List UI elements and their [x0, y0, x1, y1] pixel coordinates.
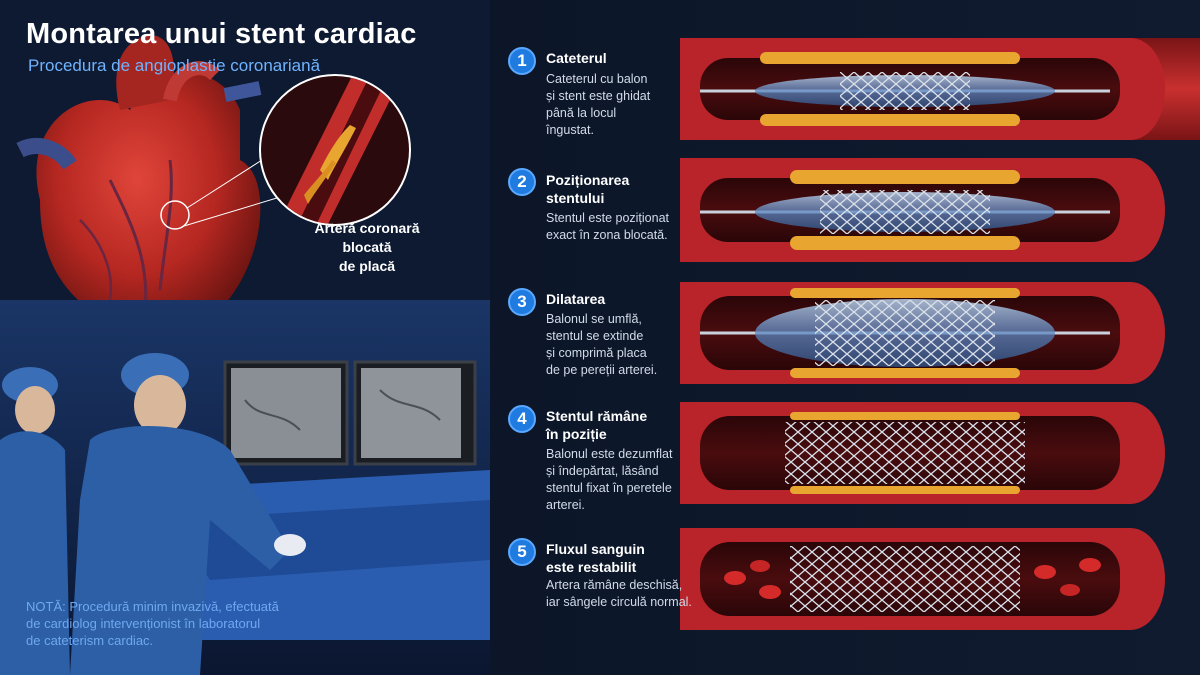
- vessel-step-4: [680, 402, 1165, 504]
- step-5-desc-line: iar sângele circulă normal.: [546, 595, 692, 609]
- magnified-artery: [259, 74, 411, 226]
- note-line: de cateterism cardiac.: [26, 633, 154, 648]
- vessel-step-5: [680, 528, 1165, 630]
- step-4-desc-line: stentul fixat în peretele: [546, 481, 672, 495]
- step-5-title: Fluxul sanguin este restabilit: [546, 540, 686, 576]
- step-3-number-badge: 3: [508, 288, 536, 316]
- step-3-desc-line: de pe pereții arterei.: [546, 363, 658, 377]
- callout-line: blocată: [342, 239, 392, 255]
- step-2-title: Poziționarea stentului: [546, 171, 686, 207]
- step-1-desc-line: îngustat.: [546, 123, 594, 137]
- step-2-title-line: Poziționarea: [546, 172, 630, 188]
- step-4-description: Balonul este dezumflat și îndepărtat, lă…: [546, 446, 696, 514]
- callout-line: Arteră coronară: [314, 220, 420, 236]
- step-5-number-badge: 5: [508, 538, 536, 566]
- vessel-step-3: [680, 282, 1165, 384]
- step-3-desc-line: stentul se extinde: [546, 329, 644, 343]
- step-3-desc-line: Balonul se umflă,: [546, 312, 642, 326]
- step-3-desc-line: și comprimă placa: [546, 346, 647, 360]
- step-5-title-line: este restabilit: [546, 559, 637, 575]
- vessel-illustrations: [680, 38, 1200, 630]
- step-4-title: Stentul rămâne în poziție: [546, 407, 686, 443]
- step-3-description: Balonul se umflă, stentul se extinde și …: [546, 311, 696, 379]
- step-1-desc-line: până la locul: [546, 106, 617, 120]
- step-5-title-line: Fluxul sanguin: [546, 541, 645, 557]
- heart-illustration: [16, 35, 321, 339]
- step-2-description: Stentul este poziționat exact în zona bl…: [546, 210, 696, 244]
- step-2-number-badge: 2: [508, 168, 536, 196]
- step-3-title-line: Dilatarea: [546, 291, 606, 307]
- step-2-title-line: stentului: [546, 190, 605, 206]
- blocked-artery-callout: Arteră coronară blocată de placă: [306, 219, 428, 276]
- operating-room-scene: [0, 300, 490, 675]
- step-4-desc-line: și îndepărtat, lăsând: [546, 464, 659, 478]
- note-line: de cardiolog intervenționist în laborato…: [26, 616, 261, 631]
- step-1-desc-line: și stent este ghidat: [546, 89, 651, 103]
- step-5-desc-line: Artera rămâne deschisă,: [546, 578, 683, 592]
- callout-line: de placă: [338, 258, 396, 274]
- step-1-title: Cateterul: [546, 49, 686, 67]
- vessel-step-1: [680, 38, 1200, 140]
- step-1-desc-line: Cateterul cu balon: [546, 72, 648, 86]
- step-2-desc-line: exact în zona blocată.: [546, 228, 668, 242]
- procedure-note: NOTĂ: Procedură minim invazivă, efectuat…: [26, 598, 326, 649]
- note-line: NOTĂ: Procedură minim invazivă, efectuat…: [26, 599, 279, 614]
- step-4-title-line: în poziție: [546, 426, 607, 442]
- step-4-desc-line: Balonul este dezumflat: [546, 447, 673, 461]
- step-2-desc-line: Stentul este poziționat: [546, 211, 669, 225]
- step-4-title-line: Stentul rămâne: [546, 408, 648, 424]
- vessel-step-2: [680, 158, 1165, 262]
- page-title: Montarea unui stent cardiac: [26, 18, 417, 50]
- step-3-title: Dilatarea: [546, 290, 686, 308]
- step-1-number-badge: 1: [508, 47, 536, 75]
- step-1-description: Cateterul cu balon și stent este ghidat …: [546, 71, 696, 139]
- step-5-description: Artera rămâne deschisă, iar sângele circ…: [546, 577, 696, 611]
- step-4-number-badge: 4: [508, 405, 536, 433]
- step-4-desc-line: arterei.: [546, 498, 585, 512]
- page-subtitle: Procedura de angioplastie coronariană: [28, 56, 321, 75]
- step-1-title-line: Cateterul: [546, 50, 607, 66]
